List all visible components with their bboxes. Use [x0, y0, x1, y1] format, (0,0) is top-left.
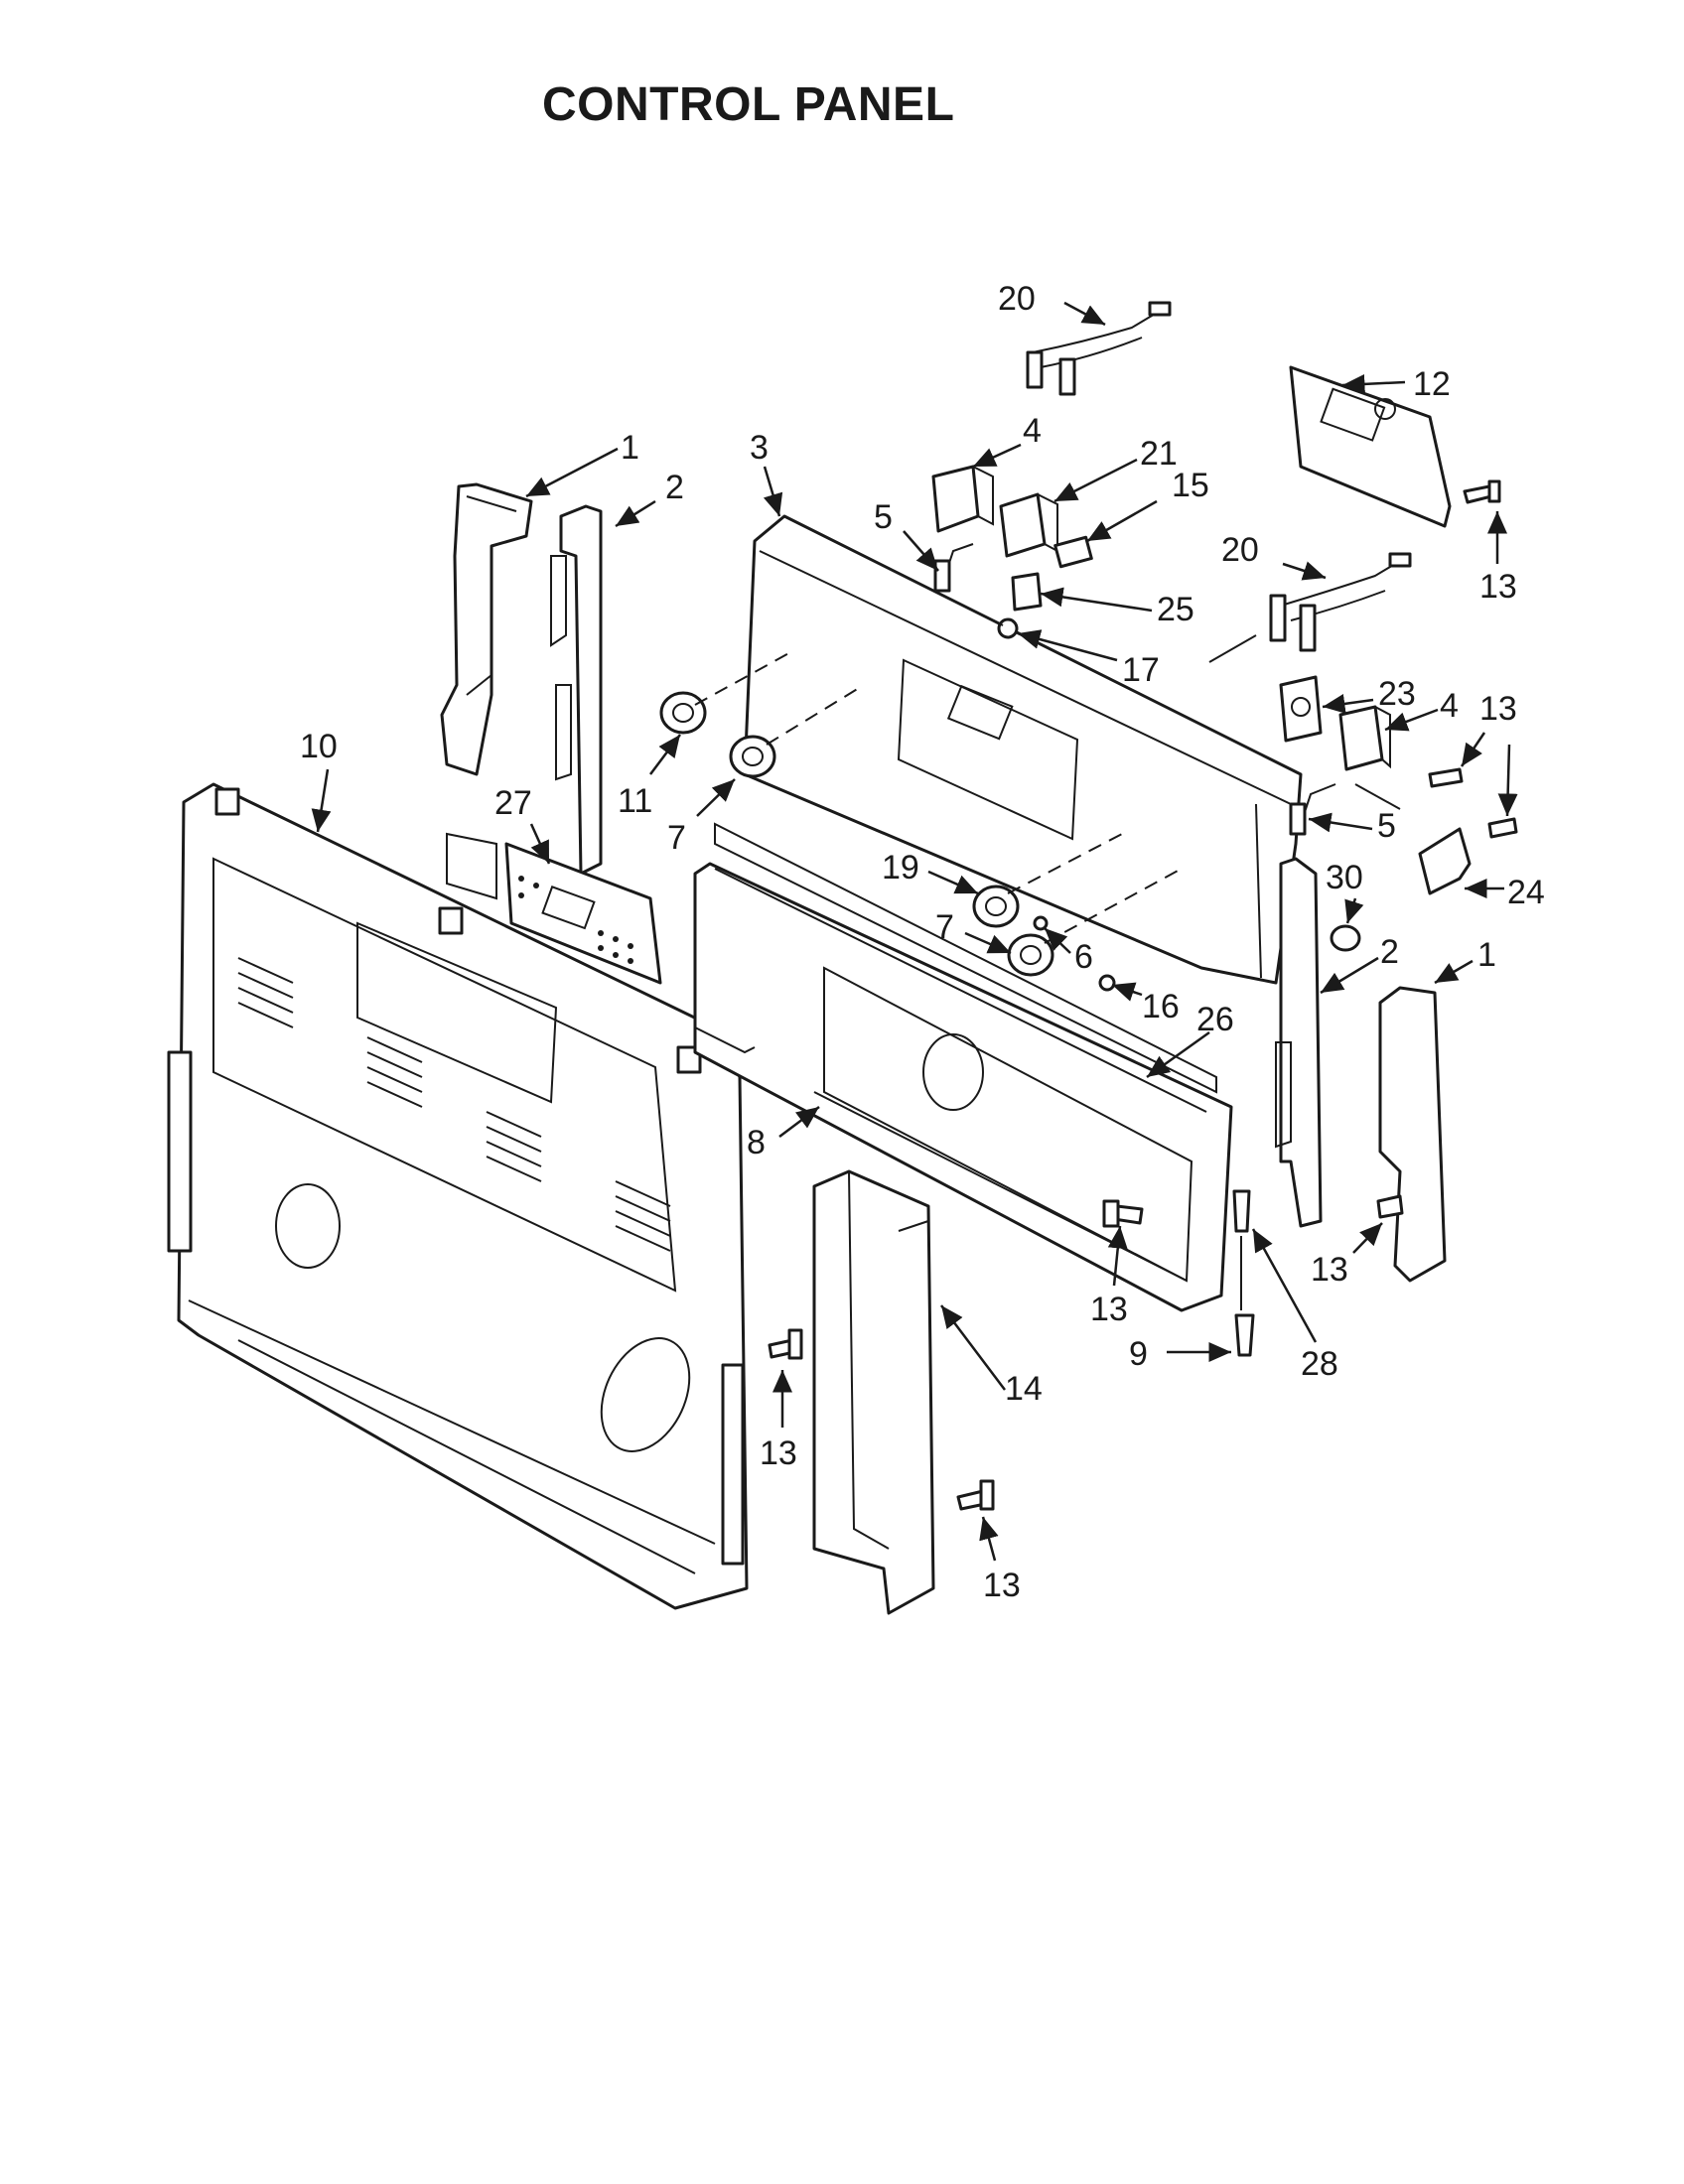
callout-5-lower: 5: [1377, 807, 1396, 845]
end-cap-left-part-1: [440, 482, 533, 776]
callout-1-right: 1: [1477, 936, 1496, 974]
screw-part-16: [1098, 974, 1116, 992]
wire-part-5-lower: [1289, 783, 1336, 836]
callout-7-upper: 7: [667, 819, 686, 857]
callout-19: 19: [882, 849, 919, 887]
callout-1-left: 1: [621, 429, 639, 467]
callout-16: 16: [1142, 988, 1180, 1025]
control-overlay-part-27: [446, 832, 662, 985]
control-board-part-12: [1289, 365, 1452, 528]
callout-labels: 1 2 3 4 5 21 15 20 12 13 20 25 17 23 4 1…: [300, 280, 1545, 1604]
bracket-part-24: [1418, 827, 1472, 895]
callout-20-lower: 20: [1221, 531, 1259, 569]
screw-part-13-center: [1102, 1199, 1144, 1228]
switch-part-4-lower: [1338, 705, 1391, 771]
screw-part-17: [997, 617, 1019, 639]
callout-25: 25: [1157, 591, 1194, 628]
bracket-part-25: [1011, 572, 1043, 612]
screw-part-13-right-a: [1428, 767, 1464, 788]
callout-20-upper: 20: [998, 280, 1036, 318]
callout-14: 14: [1005, 1370, 1043, 1408]
manifold-panel-part-26: [693, 822, 1233, 1312]
callout-13-top-right: 13: [1479, 568, 1517, 606]
callout-9: 9: [1129, 1335, 1148, 1373]
callout-7-lower: 7: [935, 908, 954, 946]
callout-21: 21: [1140, 435, 1178, 473]
screw-part-13-left-bottom: [768, 1328, 803, 1360]
knob-part-11: [659, 691, 707, 735]
callout-27: 27: [494, 784, 532, 822]
knob-part-7-upper: [729, 735, 776, 778]
callout-6: 6: [1074, 938, 1093, 976]
callout-28: 28: [1301, 1345, 1338, 1383]
screw-part-13-right-cap: [1376, 1194, 1404, 1219]
side-bracket-right-part-2: [1275, 857, 1323, 1228]
callout-26: 26: [1196, 1001, 1234, 1038]
screw-part-13-top-right: [1463, 479, 1501, 504]
side-trim-part-14: [812, 1169, 935, 1615]
switch-part-15: [1053, 535, 1093, 569]
page-title: CONTROL PANEL: [542, 78, 955, 131]
callout-13-right-cap: 13: [1311, 1251, 1348, 1289]
switch-part-21: [999, 492, 1058, 558]
callout-15: 15: [1172, 467, 1209, 504]
screw-part-28: [1232, 1189, 1251, 1233]
rear-panel-part-10: [167, 782, 749, 1610]
screw-part-13-right-b: [1487, 817, 1518, 839]
callout-8: 8: [747, 1124, 766, 1161]
callout-3: 3: [750, 429, 769, 467]
callout-13-right: 13: [1479, 690, 1517, 728]
callout-23: 23: [1378, 675, 1416, 713]
button-part-30: [1330, 924, 1361, 952]
screw-part-13-bottom: [956, 1479, 995, 1511]
callout-4-upper: 4: [1023, 412, 1042, 450]
switch-part-23: [1279, 675, 1323, 743]
callout-12: 12: [1413, 365, 1451, 403]
callout-13-bottom: 13: [983, 1567, 1021, 1604]
wire-part-5-upper: [933, 543, 974, 593]
callout-30: 30: [1326, 859, 1363, 896]
screw-part-9: [1234, 1313, 1255, 1357]
knob-part-7-lower: [1007, 933, 1054, 977]
wire-harness-part-20-upper: [1026, 301, 1172, 396]
wire-harness-part-20-lower: [1269, 552, 1412, 652]
side-bracket-left-part-2: [550, 504, 603, 876]
callout-11: 11: [618, 782, 652, 820]
screw-part-6: [1033, 915, 1049, 931]
callout-13-left: 13: [760, 1434, 797, 1472]
callout-17: 17: [1122, 651, 1160, 689]
callout-10: 10: [300, 728, 338, 765]
switch-part-4-upper: [931, 465, 994, 533]
callout-5-upper: 5: [874, 498, 893, 536]
callout-2-right: 2: [1380, 933, 1399, 971]
knob-part-19: [972, 885, 1020, 928]
leader-lines: [311, 301, 1518, 1562]
callout-24: 24: [1507, 874, 1545, 911]
callout-2-left: 2: [665, 469, 684, 506]
callout-13-center: 13: [1090, 1291, 1128, 1328]
end-cap-right-part-1: [1378, 986, 1447, 1283]
callout-4-lower: 4: [1440, 687, 1459, 725]
